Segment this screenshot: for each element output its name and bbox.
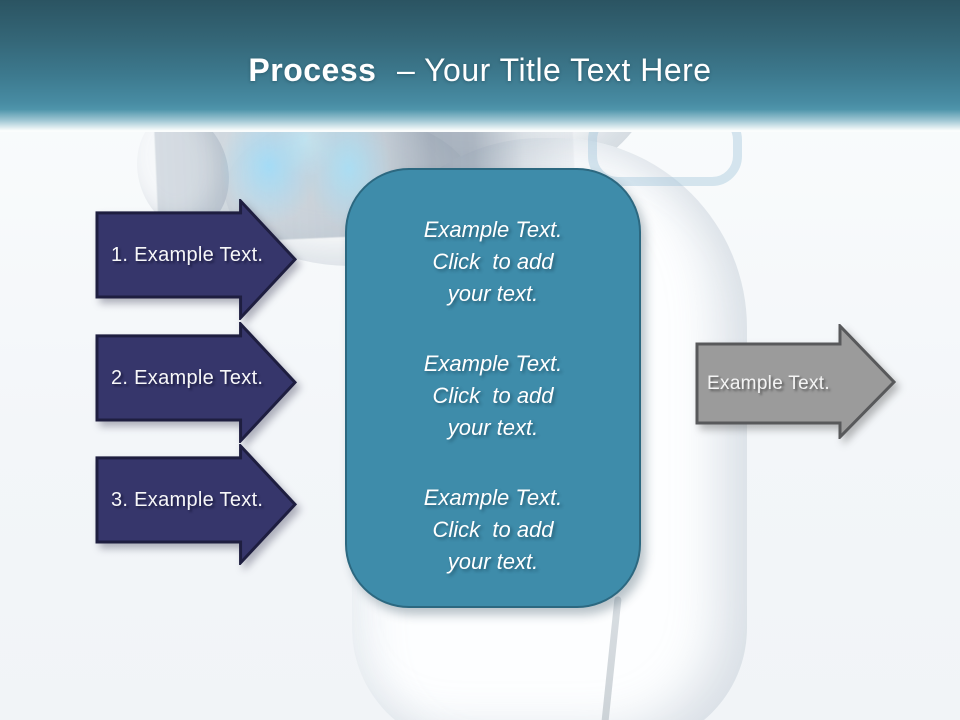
step-label: 1. Example Text. [111, 244, 264, 266]
output-arrow-label: Example Text. [707, 372, 830, 394]
output-arrow: Example Text. [695, 324, 896, 439]
center-text-panel: Example Text. Click to add your text. Ex… [345, 168, 641, 608]
panel-paragraph-1: Example Text. Click to add your text. [423, 217, 563, 306]
figure-leg-gap [601, 595, 622, 720]
panel-paragraph-3: Example Text. Click to add your text. [423, 485, 563, 574]
step-label: 2. Example Text. [111, 367, 264, 389]
step-arrow-1: 1. Example Text. [95, 199, 299, 321]
title-bar: Process – Your Title Text Here [0, 0, 960, 132]
panel-paragraph-2: Example Text. Click to add your text. [423, 351, 563, 440]
step-arrow-2: 2. Example Text. [95, 322, 299, 444]
right-arrow-shape-icon [95, 444, 298, 565]
slide-title-keyword: Process [248, 52, 377, 88]
slide-title: Process – Your Title Text Here [0, 0, 960, 89]
step-label: 3. Example Text. [111, 489, 264, 511]
step-arrow-3: 3. Example Text. [95, 444, 299, 566]
slide-title-subtitle: – Your Title Text Here [397, 52, 712, 88]
right-arrow-shape-icon [95, 322, 298, 443]
